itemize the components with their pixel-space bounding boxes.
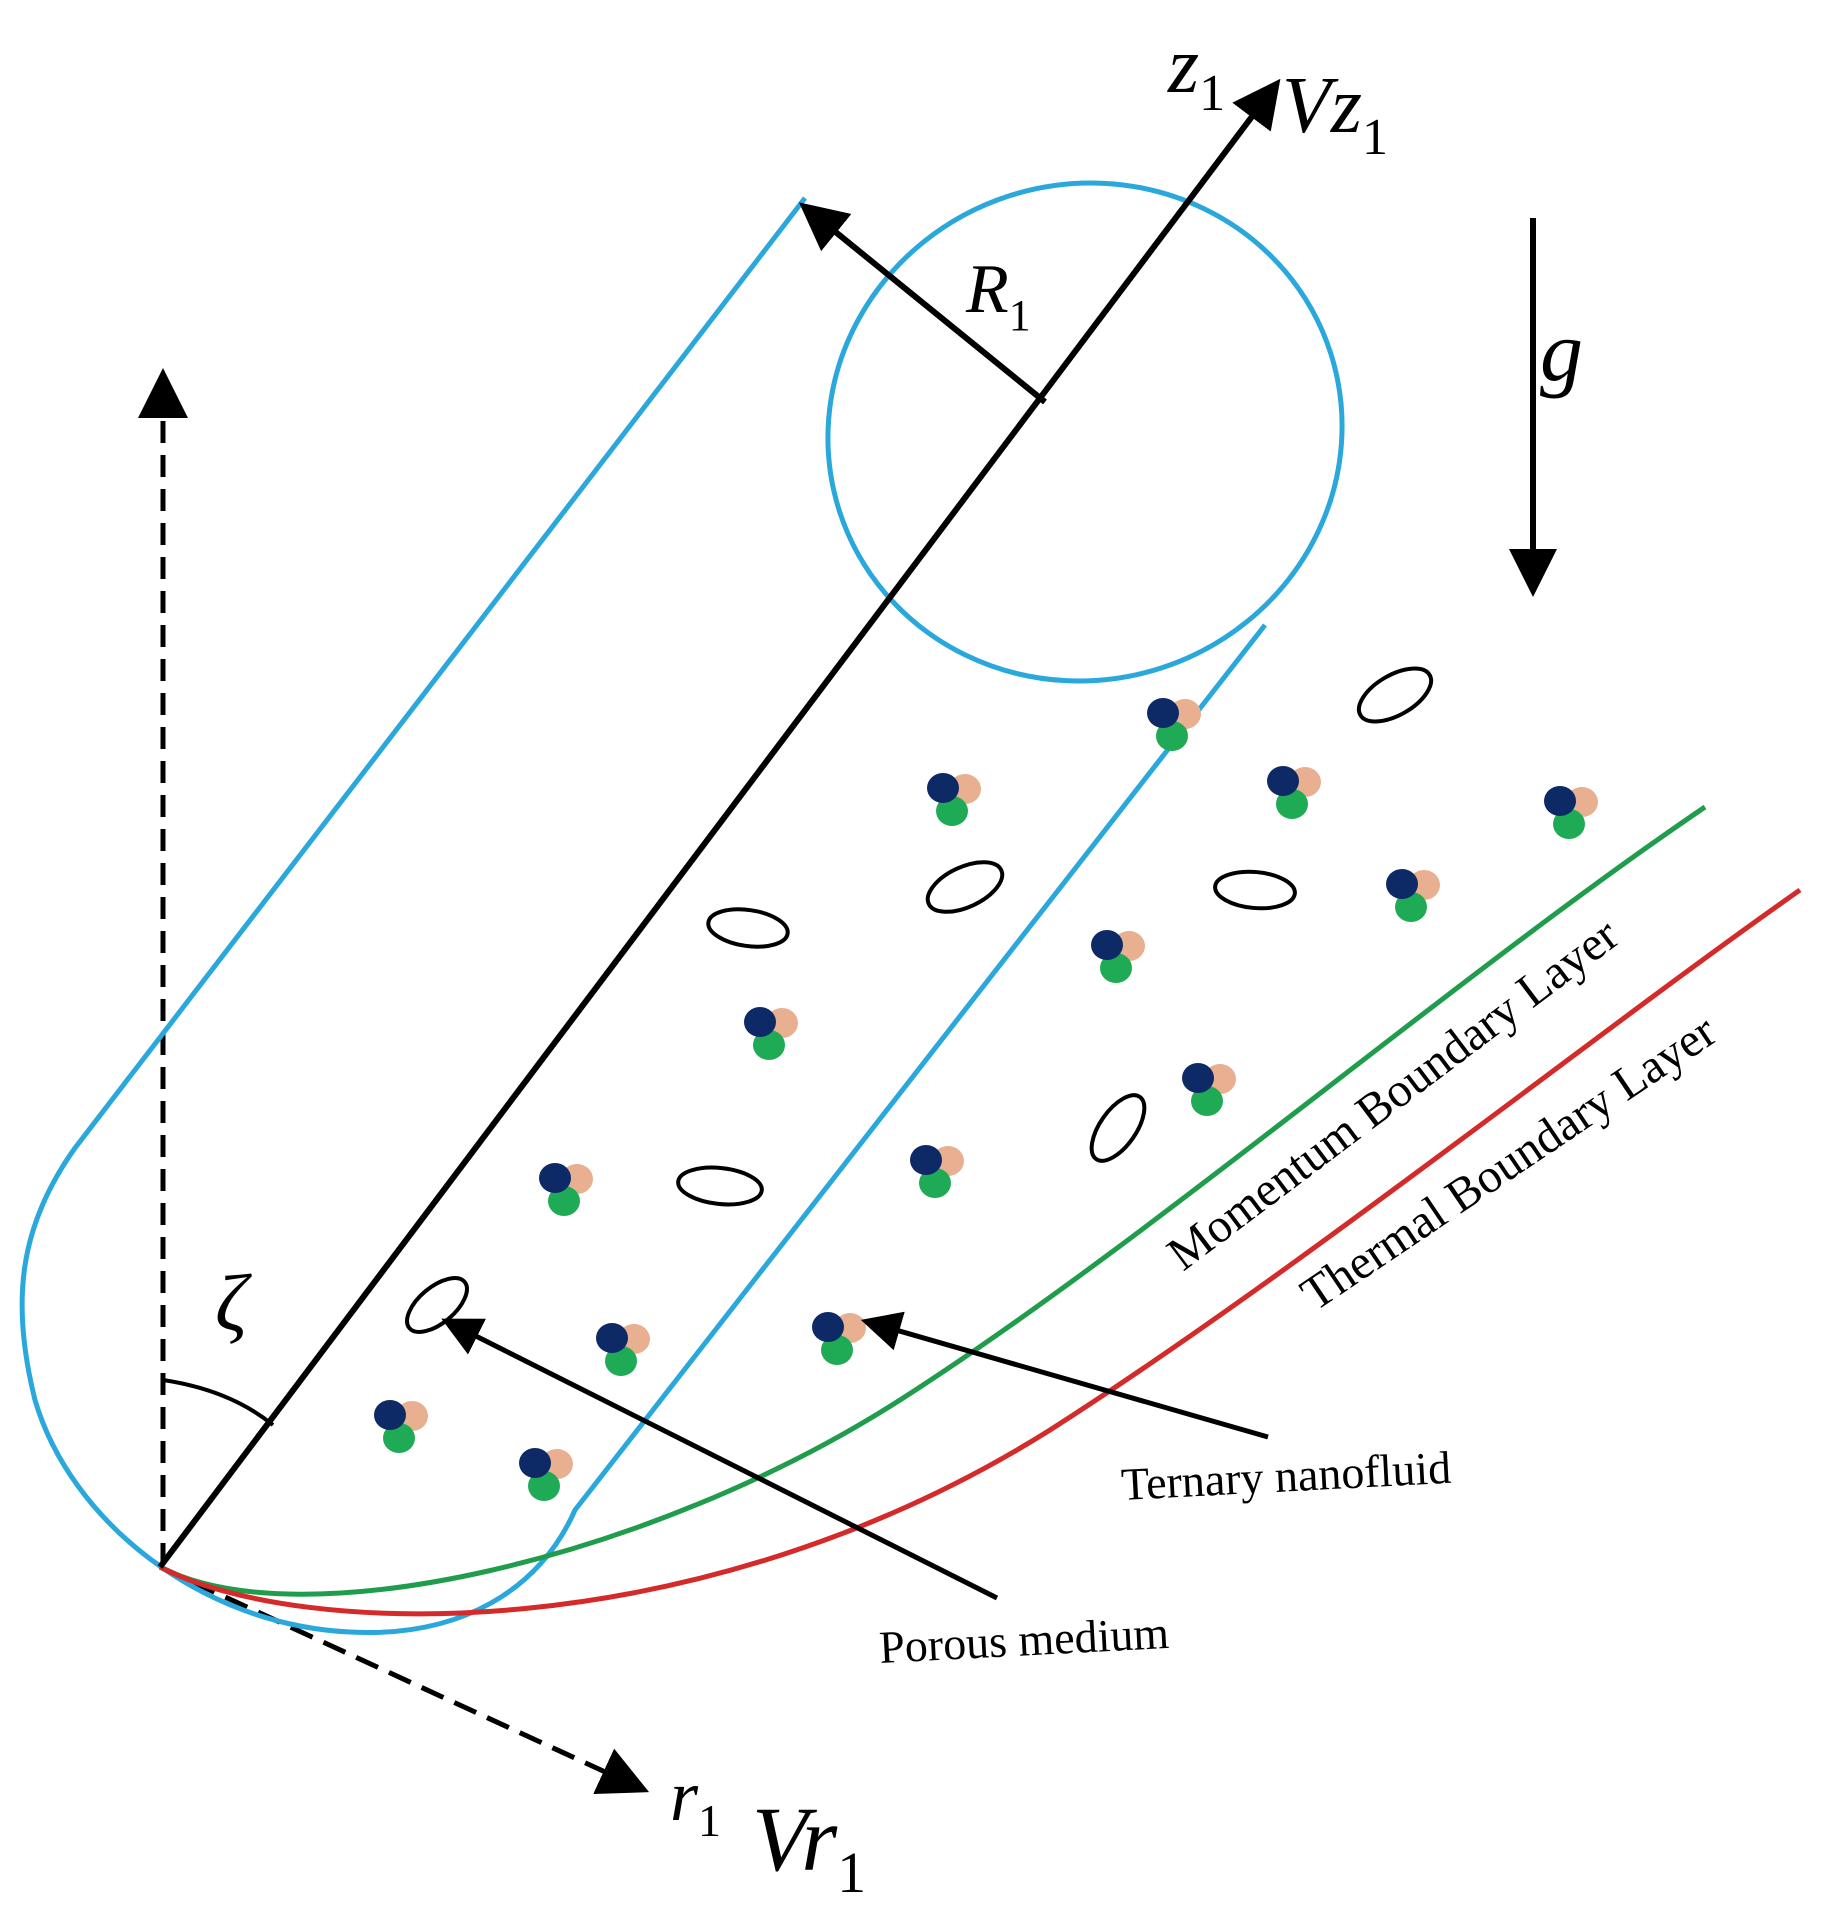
ternary-nanoparticle — [539, 1163, 593, 1216]
particle-sphere — [1267, 766, 1299, 796]
particle-sphere — [910, 1145, 942, 1175]
particle-sphere — [383, 1423, 415, 1453]
porous-pores — [405, 666, 1434, 1334]
ternary-nanoparticle — [927, 773, 981, 826]
nanoparticles — [374, 698, 1598, 1501]
particle-sphere — [1553, 809, 1585, 839]
pore — [1089, 1093, 1147, 1163]
ternary-nanoparticle — [519, 1448, 573, 1501]
ternary-nanoparticle — [374, 1400, 428, 1453]
particle-sphere — [1156, 721, 1188, 751]
particle-sphere — [812, 1312, 844, 1342]
particle-sphere — [1100, 953, 1132, 983]
particle-sphere — [936, 796, 968, 826]
particle-sphere — [1091, 930, 1123, 960]
cylinder — [19, 180, 1345, 1636]
ternary-nanoparticle — [596, 1323, 650, 1376]
cylinder-top-ellipse — [825, 180, 1345, 684]
particle-sphere — [539, 1163, 571, 1193]
angle-label: ζ — [215, 1260, 252, 1348]
particle-sphere — [1544, 786, 1576, 816]
pore — [676, 1165, 764, 1207]
momentum-boundary-layer-curve — [158, 804, 1707, 1597]
pore — [925, 860, 1005, 914]
ternary-nanoparticle — [812, 1312, 866, 1365]
particle-sphere — [1395, 892, 1427, 922]
ternary-nanoparticle — [1267, 766, 1321, 819]
porous-medium-pointer — [441, 1318, 999, 1601]
ternary-nanoparticle — [1147, 698, 1201, 751]
ternary-nanoparticle — [1544, 786, 1598, 839]
particle-sphere — [753, 1030, 785, 1060]
particle-sphere — [548, 1186, 580, 1216]
particle-sphere — [528, 1471, 560, 1501]
vr-label: Vr1 — [752, 1788, 866, 1905]
ternary-nanoparticle — [1182, 1063, 1236, 1116]
particle-sphere — [1191, 1086, 1223, 1116]
ternary-nanoparticle — [1386, 869, 1440, 922]
particle-sphere — [605, 1346, 637, 1376]
porous-medium-label: Porous medium — [878, 1607, 1171, 1673]
gravity-label: g — [1540, 303, 1583, 399]
cylinder-outline — [19, 196, 1267, 1636]
ternary-nanoparticle — [744, 1007, 798, 1060]
particle-sphere — [919, 1168, 951, 1198]
r-axis — [158, 1564, 650, 1794]
particle-sphere — [927, 773, 959, 803]
particle-sphere — [1147, 698, 1179, 728]
ternary-nanofluid-label: Ternary nanofluid — [1120, 1442, 1452, 1510]
angle-arc — [162, 1378, 275, 1427]
thermal-boundary-layer-curve — [158, 887, 1802, 1617]
pore — [706, 907, 790, 949]
vz-label: Vz1 — [1282, 62, 1388, 166]
ternary-nanoparticle — [910, 1145, 964, 1198]
particle-sphere — [821, 1335, 853, 1365]
ternary-nanofluid-pointer — [860, 1311, 1269, 1440]
pore — [1356, 666, 1434, 724]
ternary-nanoparticle — [1091, 930, 1145, 983]
particle-sphere — [519, 1448, 551, 1478]
particle-sphere — [1386, 869, 1418, 899]
particle-sphere — [1276, 789, 1308, 819]
particle-sphere — [1182, 1063, 1214, 1093]
z-axis-label: z1 — [1167, 22, 1225, 122]
radius-label: R1 — [965, 251, 1031, 340]
radius-arrow — [799, 202, 1047, 405]
particle-sphere — [596, 1323, 628, 1353]
particle-sphere — [744, 1007, 776, 1037]
pore — [1213, 869, 1297, 911]
z-axis — [157, 78, 1281, 1569]
particle-sphere — [374, 1400, 406, 1430]
thermal-boundary-layer-label: Thermal Boundary Layer — [1292, 1004, 1726, 1321]
r-axis-label: r1 — [670, 1756, 721, 1846]
